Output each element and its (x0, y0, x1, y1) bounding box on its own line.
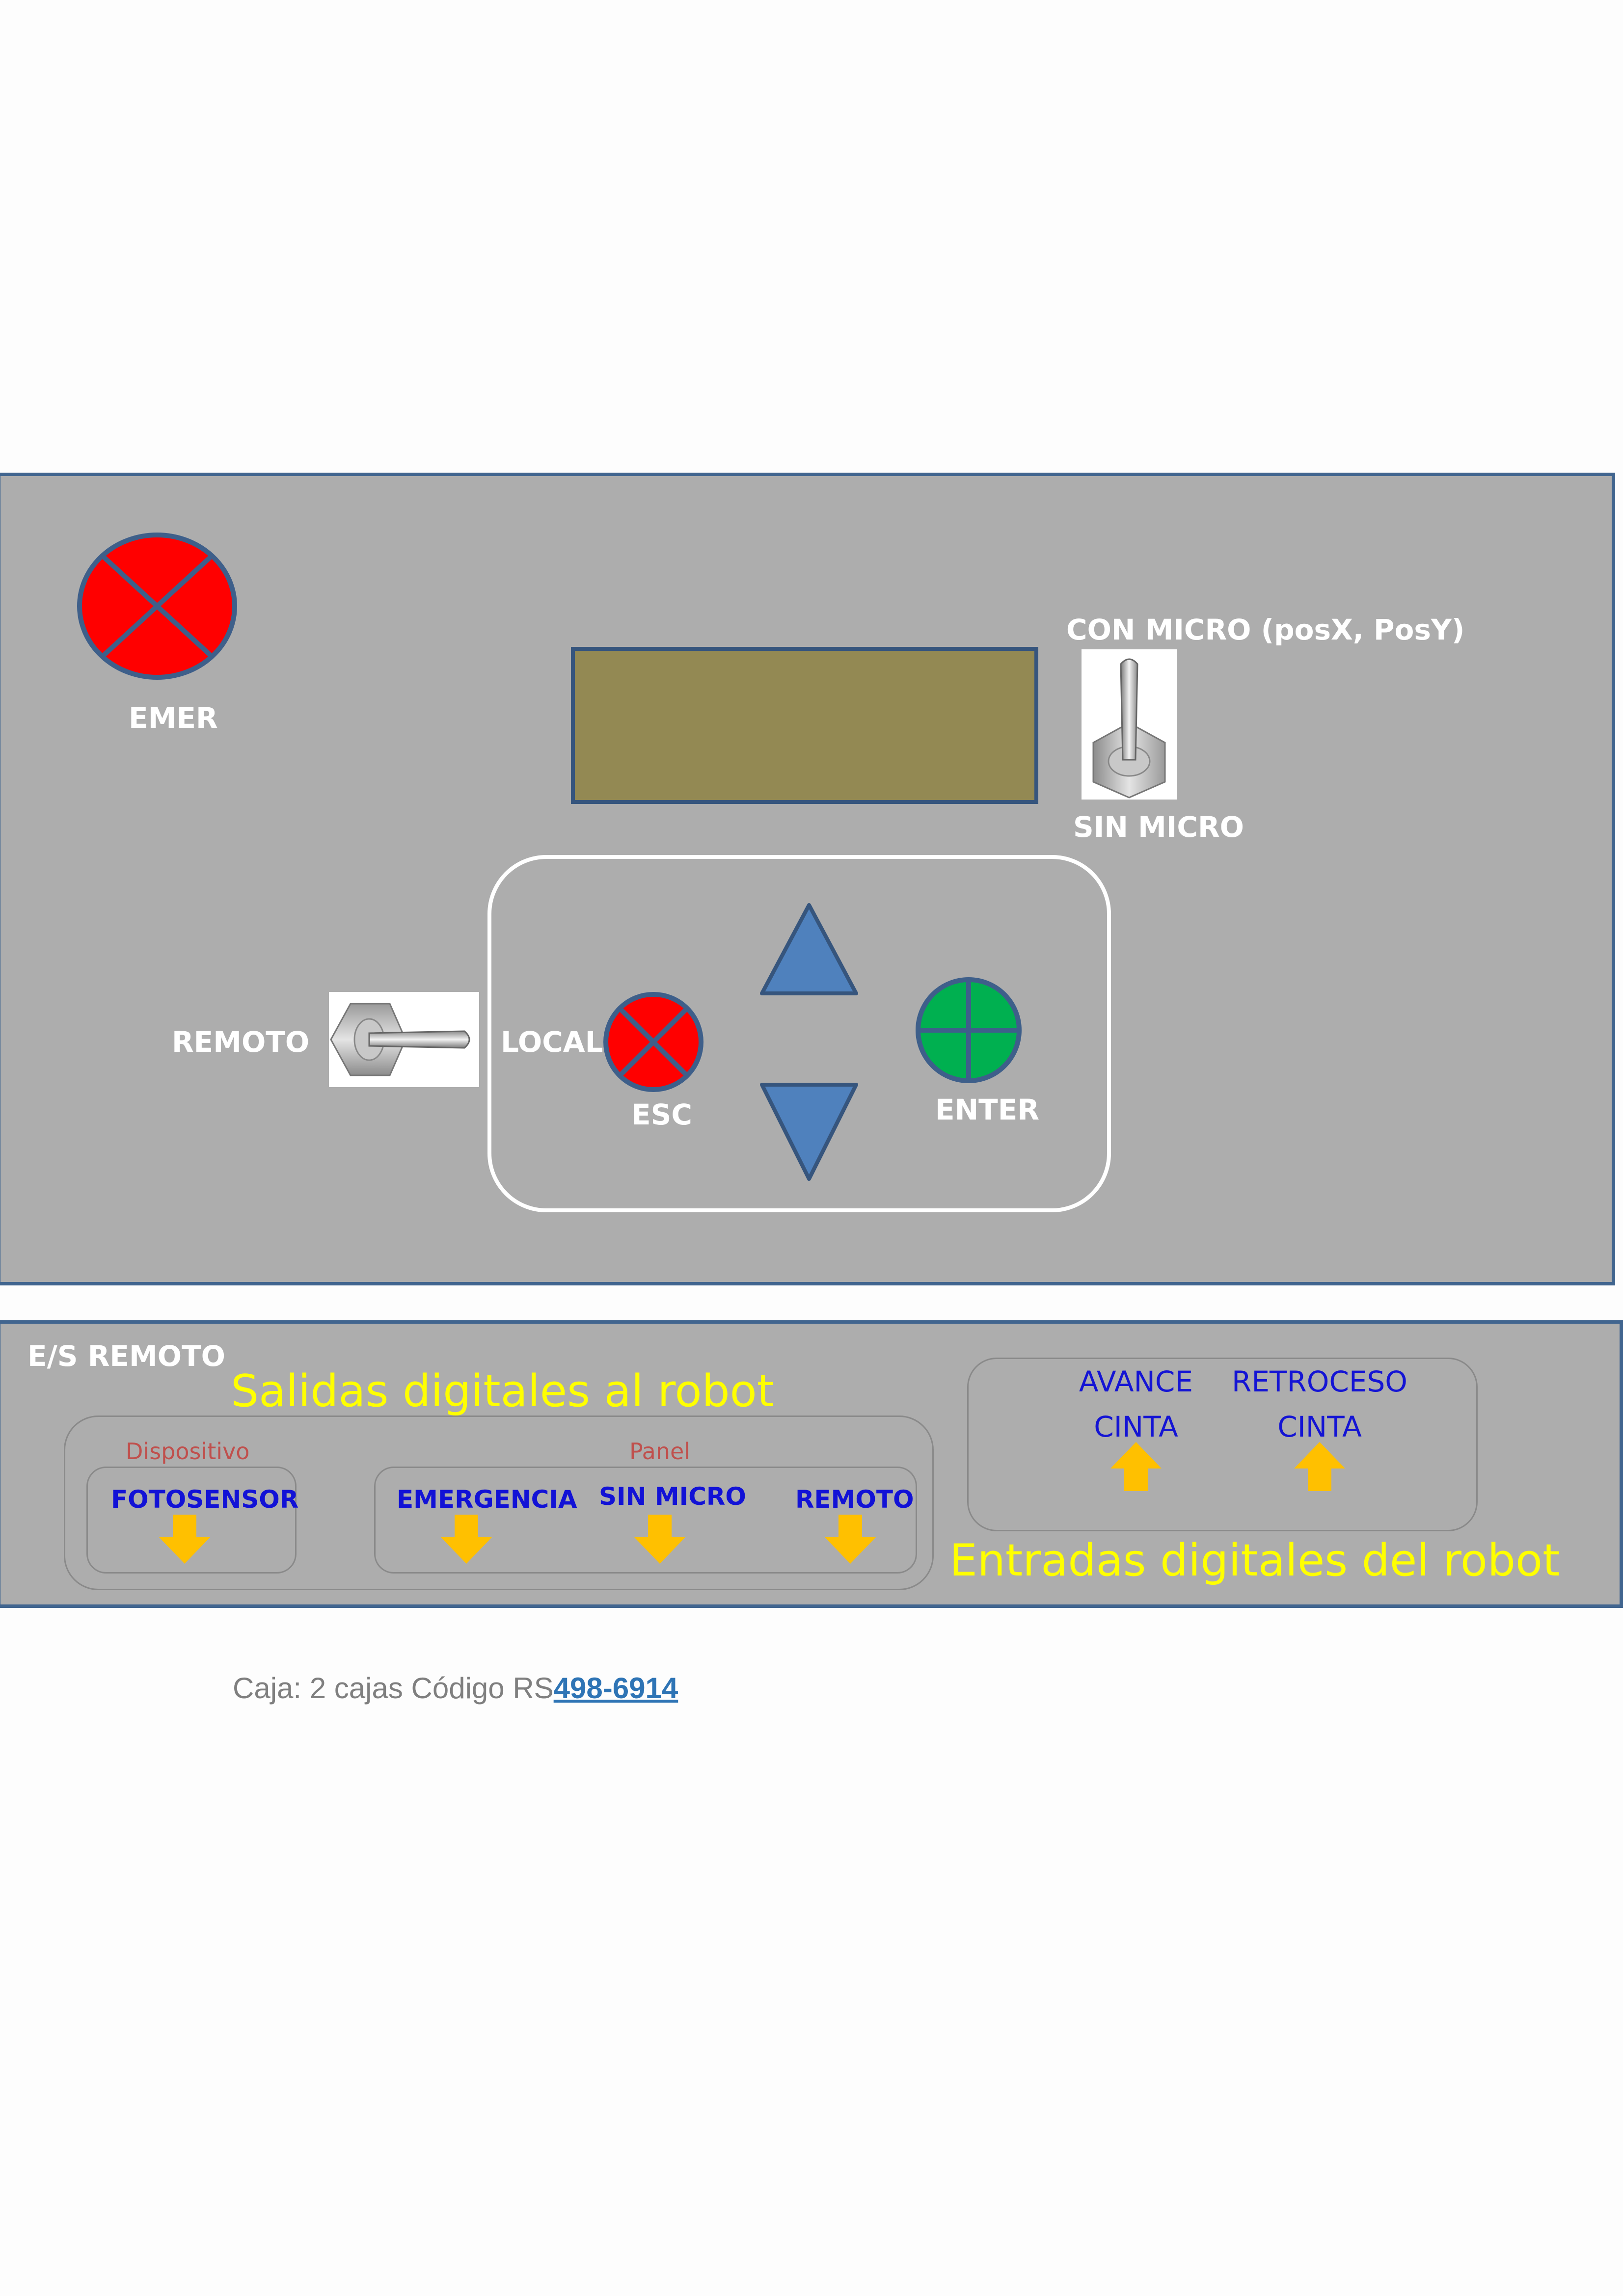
input-label-line1: AVANCE (1079, 1365, 1193, 1398)
esc-button[interactable] (603, 991, 704, 1093)
output-arrow-down-icon (159, 1515, 210, 1564)
output-arrow-down-icon (825, 1515, 876, 1564)
emergency-stop-button[interactable] (76, 532, 238, 680)
local-label: LOCAL (501, 1025, 603, 1059)
emergency-label: EMER (129, 701, 218, 735)
footer-caption: Caja: 2 cajas Código RS498-6914 (233, 1674, 678, 1703)
lcd-display (571, 647, 1038, 804)
io-panel (0, 1320, 1623, 1608)
remote-local-toggle-switch[interactable] (329, 992, 479, 1087)
output-arrow-down-icon (441, 1515, 492, 1564)
inputs-heading: Entradas digitales del robot (949, 1535, 1560, 1586)
outputs-group (64, 1415, 934, 1590)
output-arrow-down-icon (634, 1515, 685, 1564)
up-arrow-button[interactable] (760, 902, 858, 995)
output-label-remoto: REMOTO (795, 1485, 914, 1514)
enter-button[interactable] (915, 977, 1022, 1084)
esc-label: ESC (631, 1098, 692, 1131)
enter-label: ENTER (935, 1093, 1040, 1126)
panel-subgroup (374, 1467, 917, 1574)
input-label-line1: RETROCESO (1232, 1365, 1407, 1398)
input-arrow-up-icon (1294, 1442, 1345, 1491)
io-panel-title: E/S REMOTO (27, 1339, 225, 1373)
panel-group-label: Panel (629, 1438, 691, 1465)
micro-toggle-switch[interactable] (1082, 649, 1177, 800)
output-label-fotosensor: FOTOSENSOR (111, 1485, 299, 1514)
input-label-line2: CINTA (1094, 1410, 1178, 1443)
output-label-emergencia: EMERGENCIA (397, 1485, 577, 1514)
input-label-avance: AVANCE CINTA (1072, 1367, 1200, 1441)
inputs-group (967, 1358, 1478, 1531)
input-label-line2: CINTA (1277, 1410, 1362, 1443)
product-code-link[interactable]: 498-6914 (553, 1672, 678, 1705)
output-label-sin-micro: SIN MICRO (599, 1482, 746, 1511)
device-group-label: Dispositivo (126, 1438, 250, 1465)
input-label-retroceso: RETROCESO CINTA (1231, 1367, 1408, 1441)
footer-caption-text: Caja: 2 cajas Código RS (233, 1672, 554, 1705)
micro-on-label: CON MICRO (posX, PosY) (1066, 613, 1465, 646)
remote-label: REMOTO (172, 1025, 310, 1059)
micro-off-label: SIN MICRO (1073, 810, 1244, 844)
down-arrow-button[interactable] (760, 1082, 858, 1181)
input-arrow-up-icon (1110, 1442, 1162, 1491)
keypad-frame (487, 855, 1111, 1212)
outputs-heading: Salidas digitales al robot (231, 1365, 774, 1417)
device-subgroup (86, 1467, 297, 1574)
